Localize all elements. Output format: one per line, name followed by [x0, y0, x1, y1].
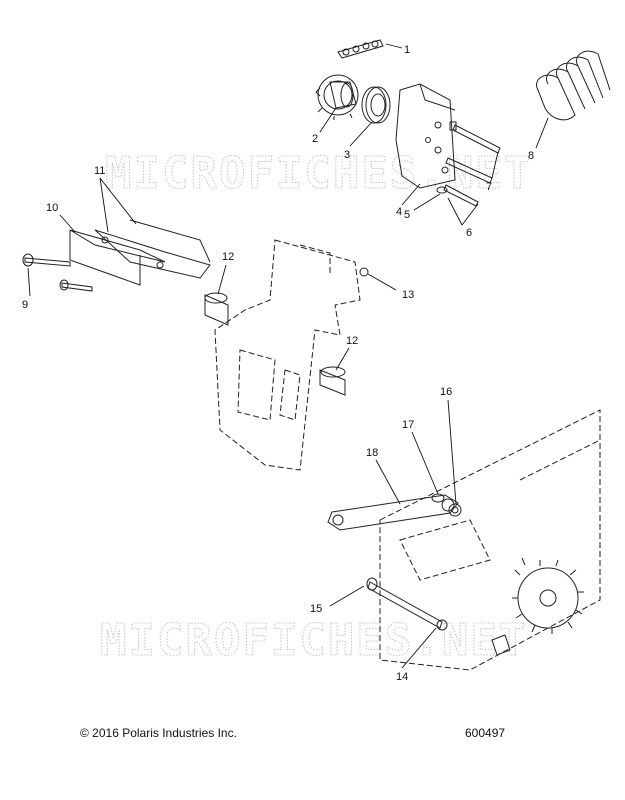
bearing-part	[361, 86, 391, 124]
callout-15: 15	[310, 603, 322, 615]
callout-12b: 12	[346, 335, 358, 347]
callout-9: 9	[22, 299, 28, 311]
callout-16: 16	[440, 386, 452, 398]
washer-part	[436, 186, 448, 194]
callout-12a: 12	[222, 251, 234, 263]
callout-5: 5	[404, 209, 410, 221]
spacer-part	[204, 292, 346, 396]
chaincase-plate-part	[395, 83, 456, 189]
document-number: 600497	[465, 726, 506, 740]
mounting-bar-part	[69, 219, 211, 286]
suspension-frame-outline	[214, 239, 361, 471]
bar-bolts-part	[22, 253, 93, 292]
callout-10: 10	[46, 202, 58, 214]
callout-11: 11	[94, 165, 105, 177]
long-bolt-part	[366, 577, 448, 631]
callout-7: 7	[486, 181, 492, 193]
callout-4: 4	[396, 206, 402, 218]
tension-spring-part	[536, 50, 611, 121]
leader-lines	[27, 43, 549, 669]
callout-13: 13	[402, 289, 414, 301]
drive-sprocket-part	[512, 557, 584, 634]
callout-6: 6	[466, 227, 472, 239]
fitting-part	[491, 634, 511, 656]
callout-labels: 1 2 3 4 5 6 7 8 9 10 11 12 12 13 14 15 1…	[22, 44, 534, 683]
watermark-bottom: MICROFICHES.NET	[100, 615, 527, 666]
callout-8: 8	[528, 150, 534, 162]
watermark-top: MICROFICHES.NET	[105, 148, 532, 199]
callout-3: 3	[344, 149, 350, 161]
callout-14: 14	[396, 671, 408, 683]
nut-part	[359, 267, 369, 277]
rail-assembly-outline	[379, 409, 601, 671]
callout-2: 2	[312, 133, 318, 145]
callout-17: 17	[402, 419, 414, 431]
chain-link-part	[337, 39, 384, 59]
sprocket-part	[315, 74, 359, 120]
torque-arm-part	[327, 494, 459, 531]
copyright-text: © 2016 Polaris Industries Inc.	[80, 726, 237, 740]
callout-18: 18	[366, 447, 378, 459]
callout-1: 1	[404, 44, 410, 56]
